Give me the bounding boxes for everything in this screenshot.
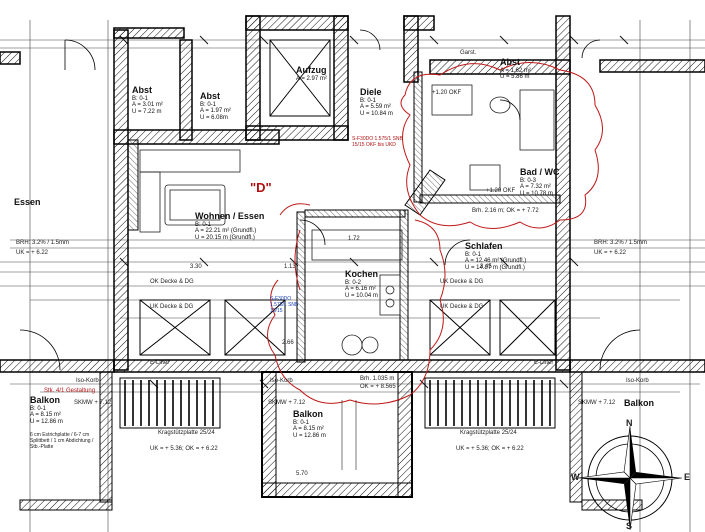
label-uk-left: UK = + 5.36; OK = + 6.22 xyxy=(150,446,218,452)
compass-s: S xyxy=(626,521,633,531)
room-schlafen: Schlafen B: 0-1 A = 12.46 m² (Grundfl.) … xyxy=(465,241,527,272)
room-abst-3: Abst A = 1.62 m² U = 5.86 m xyxy=(500,57,531,81)
label-ok-decke-left: OK Decke & DG xyxy=(150,279,194,285)
label-dim-120: +1.20 OKF xyxy=(432,90,462,96)
compass-e: E xyxy=(684,472,691,482)
label-iso-korb-mid: Iso-Korb xyxy=(270,378,293,384)
label-brh-kitchen: Brh. 1.035 m xyxy=(360,376,395,382)
room-abst-1: Abst B: 0-1 A = 3.01 m² U = 7.22 m xyxy=(132,85,163,116)
label-dim-120b: +1.20 OKF xyxy=(486,188,516,194)
balcony-middle xyxy=(261,371,413,498)
label-dim-570: 5.70 xyxy=(296,471,308,477)
label-e-lifter-right: E-Lifter xyxy=(534,360,554,366)
dimension-ticks xyxy=(119,35,629,389)
label-brh-right: Brh. 2.16 m; OK = + 7.72 xyxy=(472,208,539,214)
room-essen-left: Essen xyxy=(14,197,41,207)
label-garst: Garst. xyxy=(460,50,477,56)
outer-walls xyxy=(0,15,705,373)
room-balkon-right: Balkon xyxy=(624,398,655,408)
label-small-right-2: UK = + 6.22 xyxy=(594,250,627,256)
windows xyxy=(139,39,556,356)
balcony-railings xyxy=(119,377,556,429)
label-sfd-note: S-F30DO 1.575/1 SNB 15/15 OKF bis UKD xyxy=(352,136,403,148)
label-ok-kitchen: OK = + 8.565 xyxy=(360,384,396,390)
label-red-note: Stk. 4/1 Gestaltung xyxy=(44,388,96,394)
room-wohnen-essen: Wohnen / Essen B: 0-1 A = 22.21 m² (Grun… xyxy=(195,211,265,242)
balcony-side-walls xyxy=(19,371,643,511)
compass-n: N xyxy=(626,418,633,428)
room-balkon-left: Balkon B: 0-1 A = 8.15 m² U = 12.86 m xyxy=(30,395,63,426)
redline-markups xyxy=(267,62,603,405)
compass-w: W xyxy=(571,472,580,482)
room-bad-wc: Bad / WC B: 0-3 A = 7.32 m² U = 10.78 m xyxy=(520,167,560,198)
label-blue-notes: S-F30DO 1.575/1 SNB 15/15 xyxy=(270,296,299,314)
label-uk-decke-left: UK Decke & DG xyxy=(150,304,194,310)
room-balkon-middle: Balkon B: 0-1 A = 8.15 m² U = 12.86 m xyxy=(293,409,326,440)
label-skmw-right: SKMW + 7.12 xyxy=(578,400,616,406)
label-dim-113: 1.13 xyxy=(284,264,296,270)
label-small-left: BRH: 3.2% / 1.5mm xyxy=(16,240,70,246)
label-small-right: BRH: 3.2% / 1.5mm xyxy=(594,240,648,246)
door-swings xyxy=(19,29,641,371)
label-dim-330: 3.30 xyxy=(190,264,202,270)
label-balkon-notes: 6 cm Estrichplatte / 6-7 cm Splittbett /… xyxy=(30,432,94,450)
label-dim-345: 3.45 xyxy=(480,264,492,270)
label-iso-korb-left: Iso-Korb xyxy=(76,378,99,384)
interior-walls xyxy=(127,71,561,363)
label-uk-decke-right-2: UK Decke & DG xyxy=(440,304,484,310)
label-uk-right: UK = + 5.36; OK = + 6.22 xyxy=(456,446,524,452)
label-dim-266: 2.66 xyxy=(282,340,294,346)
room-diele: Diele B: 0-1 A = 5.59 m² U = 10.84 m xyxy=(360,87,393,118)
label-e-lifter-left: E-Lifter xyxy=(150,360,170,366)
label-kragsturz-right: Kragstützplatte 25/24 xyxy=(460,430,517,436)
compass-icon xyxy=(577,425,683,531)
label-skmw-mid: SKMW + 7.12 xyxy=(268,400,306,406)
label-iso-korb-right: Iso-Korb xyxy=(626,378,649,384)
balcony-middle-details xyxy=(341,400,357,470)
label-small-left-2: UK = + 6.22 xyxy=(16,250,49,256)
label-uk-decke-right: UK Decke & DG xyxy=(440,279,484,285)
room-abst-2: Abst B: 0-1 A = 1.97 m² U = 6.08m xyxy=(200,91,231,122)
plan-label: "D" xyxy=(250,180,272,195)
label-skmw-left: SKMW + 7.12 xyxy=(74,400,112,406)
room-aufzug: Aufzug A = 2.97 m² xyxy=(296,65,327,82)
label-kragsturz-left: Kragstützplatte 25/24 xyxy=(158,430,215,436)
label-dim-172: 1.72 xyxy=(348,236,360,242)
room-kochen: Kochen B: 0-2 A = 6.16 m² U = 10.04 m xyxy=(345,269,379,300)
